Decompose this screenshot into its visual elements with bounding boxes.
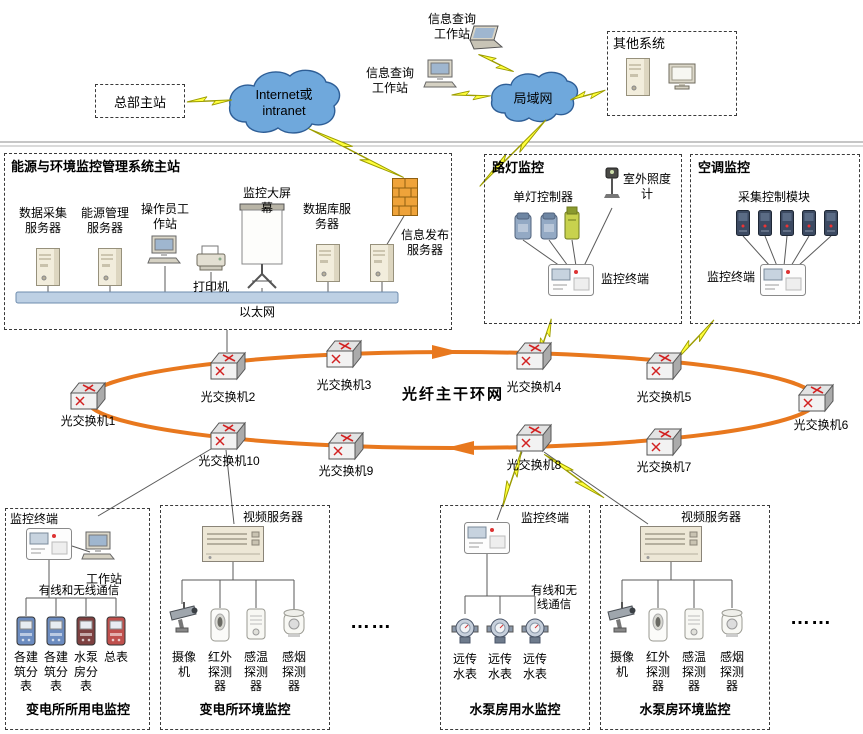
smoke-detector-label-2: 感烟探测器 xyxy=(719,650,744,694)
water-meter-label-1: 远传水表 xyxy=(452,652,477,681)
switch-label-9: 光交换机9 xyxy=(318,464,374,478)
optical-switch-8-icon xyxy=(516,424,552,452)
power-comm-label: 有线和无线通信 xyxy=(38,585,120,597)
lan-cloud xyxy=(490,71,579,123)
main-station-title: 能源与环境监控管理系统主站 xyxy=(11,159,181,174)
meter-label-4: 总表 xyxy=(103,650,128,664)
hq-station-box: 总部主站 xyxy=(95,84,185,118)
optical-switch-2-icon xyxy=(210,352,246,380)
temp-detector-label-2: 感温探测器 xyxy=(681,650,706,694)
camera-label-2: 摄像机 xyxy=(609,650,634,679)
water-box-title: 水泵房用水监控 xyxy=(469,702,561,717)
pumproom-env-title: 水泵房环境监控 xyxy=(639,702,731,717)
operator-ws-label: 操作员工作站 xyxy=(140,202,189,231)
switch-label-5: 光交换机5 xyxy=(636,390,692,404)
street-lamp-title: 路灯监控 xyxy=(492,160,545,175)
optical-switch-4-icon xyxy=(516,342,552,370)
street-lamp-box xyxy=(484,154,682,324)
power-monitor-box xyxy=(5,508,150,730)
ac-monitor-box xyxy=(690,154,860,324)
ring-arrow-right-icon xyxy=(432,345,460,359)
info-server-label: 信息发布服务器 xyxy=(400,228,449,257)
meter-label-3: 水泵房分表 xyxy=(73,650,98,694)
lightning-icon xyxy=(450,87,492,104)
switch-label-4: 光交换机4 xyxy=(506,380,562,394)
db-server-label: 数据库服务器 xyxy=(302,202,351,231)
streetlamp-terminal-label: 监控终端 xyxy=(600,272,649,286)
other-systems-box xyxy=(607,31,737,116)
optical-switch-6-icon xyxy=(798,384,834,412)
video-server-label-2: 视频服务器 xyxy=(680,510,741,524)
switch-label-1: 光交换机1 xyxy=(60,414,116,428)
ir-detector-label-2: 红外探测器 xyxy=(645,650,670,694)
lightning-icon xyxy=(186,94,233,108)
fiber-ring-label: 光纤主干环网 xyxy=(401,386,504,403)
water-meter-label-2: 远传水表 xyxy=(487,652,512,681)
water-monitor-box xyxy=(440,505,590,730)
internet-cloud xyxy=(228,69,341,134)
big-screen-label: 监控大屏幕 xyxy=(242,186,291,215)
video-server-label: 视频服务器 xyxy=(242,510,303,524)
ac-title: 空调监控 xyxy=(698,160,751,175)
lan-cloud-label: 局域网 xyxy=(513,91,553,106)
pumproom-env-box xyxy=(600,505,770,730)
other-systems-title: 其他系统 xyxy=(613,36,666,51)
ir-detector-label: 红外探测器 xyxy=(207,650,232,694)
ac-terminal-label: 监控终端 xyxy=(706,270,755,284)
optical-switch-3-icon xyxy=(326,340,362,368)
optical-switch-1-icon xyxy=(70,382,106,410)
smoke-detector-label: 感烟探测器 xyxy=(281,650,306,694)
lux-meter-label: 室外照度计 xyxy=(622,172,671,201)
workstation-label: 工作站 xyxy=(85,572,122,586)
ellipsis-left: …… xyxy=(350,611,392,633)
ac-module-label: 采集控制模块 xyxy=(737,190,810,204)
water-meter-label-3: 远传水表 xyxy=(522,652,547,681)
meter-label-2: 各建筑分表 xyxy=(43,650,68,694)
lamp-controller-label: 单灯控制器 xyxy=(512,190,573,204)
water-comm-label: 有线和无线通信 xyxy=(531,585,577,612)
power-box-title: 变电所所用电监控 xyxy=(25,702,130,717)
switch-label-6: 光交换机6 xyxy=(793,418,849,432)
optical-switch-7-icon xyxy=(646,428,682,456)
info-station-left-label: 信息查询工作站 xyxy=(365,66,414,95)
substation-env-box xyxy=(160,505,330,730)
switch-label-2: 光交换机2 xyxy=(200,390,256,404)
printer-label: 打印机 xyxy=(192,280,229,294)
switch-label-7: 光交换机7 xyxy=(636,460,692,474)
optical-switch-5-icon xyxy=(646,352,682,380)
data-server-label: 数据采集服务器 xyxy=(18,206,67,235)
temp-detector-label: 感温探测器 xyxy=(243,650,268,694)
hq-station-label: 总部主站 xyxy=(113,94,166,110)
power-terminal-label: 监控终端 xyxy=(10,512,59,526)
meter-label-1: 各建筑分表 xyxy=(13,650,38,694)
camera-label: 摄像机 xyxy=(171,650,196,679)
switch-label-3: 光交换机3 xyxy=(316,378,372,392)
switch-label-8: 光交换机8 xyxy=(506,458,562,472)
switch-label-10: 光交换机10 xyxy=(198,454,260,468)
energy-server-label: 能源管理服务器 xyxy=(80,206,129,235)
internet-cloud-label: Internet或 intranet xyxy=(255,87,313,118)
ethernet-bus xyxy=(15,291,399,304)
optical-switch-10-icon xyxy=(210,422,246,450)
ellipsis-right: …… xyxy=(790,607,832,629)
workstation-computer-icon xyxy=(423,59,457,88)
ethernet-label: 以太网 xyxy=(238,305,275,319)
substation-env-title: 变电所环境监控 xyxy=(199,702,291,717)
water-terminal-label: 监控终端 xyxy=(520,511,569,525)
main-station-box xyxy=(4,153,452,330)
ring-arrow-left-icon xyxy=(446,441,474,455)
connector-lines xyxy=(25,207,832,616)
optical-switch-9-icon xyxy=(328,432,364,460)
info-station-top-label: 信息查询工作站 xyxy=(427,12,476,41)
lightning-icon xyxy=(477,48,515,78)
